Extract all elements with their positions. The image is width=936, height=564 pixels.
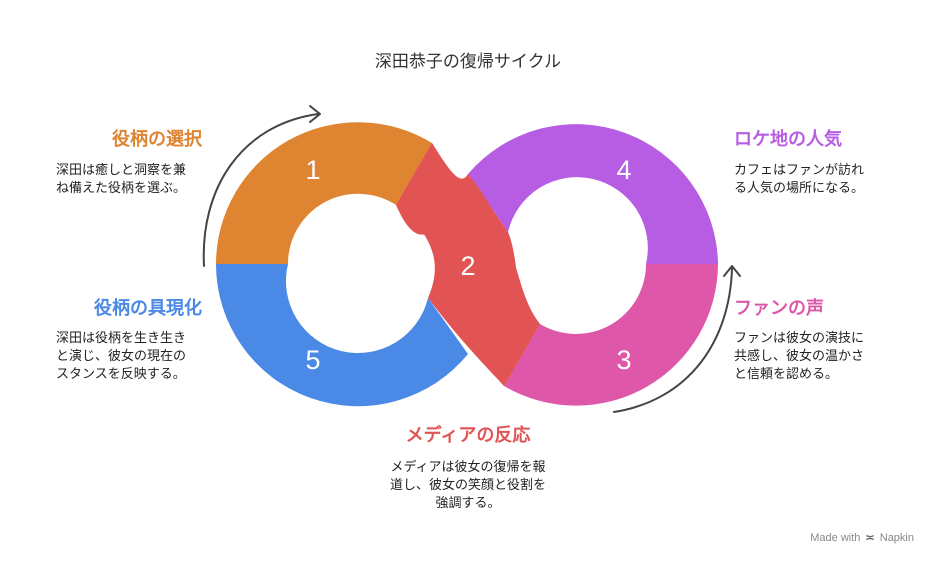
segment-3-pink <box>504 264 718 406</box>
stage-number-4: 4 <box>616 155 631 185</box>
stage-3-description-line: ファンは彼女の演技に <box>734 331 865 346</box>
stage-number-2: 2 <box>460 251 475 281</box>
stage-2-description-line: メディアは彼女の復帰を報 <box>390 460 546 475</box>
segment-4-purple <box>468 124 718 264</box>
segment-1-orange <box>216 122 432 264</box>
stage-2-description-line: 強調する。 <box>435 496 501 511</box>
stage-2-description-line: 道し、彼女の笑顔と役割を <box>389 478 546 493</box>
stage-3-description-line: 共感し、彼女の温かさ <box>734 349 865 364</box>
stage-3-description-line: と信頼を認める。 <box>734 367 839 382</box>
stage-2-description: メディアは彼女の復帰を報 道し、彼女の笑顔と役割を 強調する。 <box>358 459 578 513</box>
stage-2-title: メディアの反応 <box>405 425 531 446</box>
stage-4-description: カフェはファンが訪れ る人気の場所になる。 <box>734 162 904 198</box>
stage-number-3: 3 <box>616 345 631 375</box>
stage-5-description-line: 深田は役柄を生き生き <box>56 331 187 346</box>
stage-5-description-line: スタンスを反映する。 <box>56 367 186 382</box>
stage-3-title: ファンの声 <box>734 298 824 319</box>
cycle-arrow-right <box>613 267 733 413</box>
segment-2-red-core <box>396 143 540 386</box>
diagram-title: 深田恭子の復帰サイクル <box>374 52 562 72</box>
stage-4-description-line: カフェはファンが訪れ <box>734 163 865 178</box>
stage-1-title: 役柄の選択 <box>112 129 202 150</box>
stage-4-description-line: る人気の場所になる。 <box>734 181 865 196</box>
segment-5-blue <box>215 264 468 407</box>
napkin-brand-label: Napkin <box>879 532 914 544</box>
cycle-arrow-right-head-icon <box>723 265 741 277</box>
stage-5-description-line: と演じ、彼女の現在の <box>56 349 187 364</box>
stage-4-title: ロケ地の人気 <box>734 129 842 150</box>
stage-3-description: ファンは彼女の演技に 共感し、彼女の温かさ と信頼を認める。 <box>734 330 904 384</box>
stage-5-title: 役柄の具現化 <box>94 298 202 319</box>
stage-1-description-line: ね備えた役柄を選ぶ。 <box>56 181 187 196</box>
stage-number-1: 1 <box>305 155 320 185</box>
napkin-logo-icon: ≍ <box>865 532 875 544</box>
cycle-arrow-left-head-icon <box>309 105 321 123</box>
stage-1-description-line: 深田は癒しと洞察を兼 <box>56 163 187 178</box>
made-with-label: Made with <box>810 532 861 544</box>
stage-number-5: 5 <box>305 345 320 375</box>
cycle-arrow-left <box>202 113 319 267</box>
made-with-napkin-footer[interactable]: Made with ≍ Napkin <box>810 531 914 544</box>
stage-1-description: 深田は癒しと洞察を兼 ね備えた役柄を選ぶ。 <box>56 162 216 198</box>
stage-5-description: 深田は役柄を生き生き と演じ、彼女の現在の スタンスを反映する。 <box>56 330 216 384</box>
